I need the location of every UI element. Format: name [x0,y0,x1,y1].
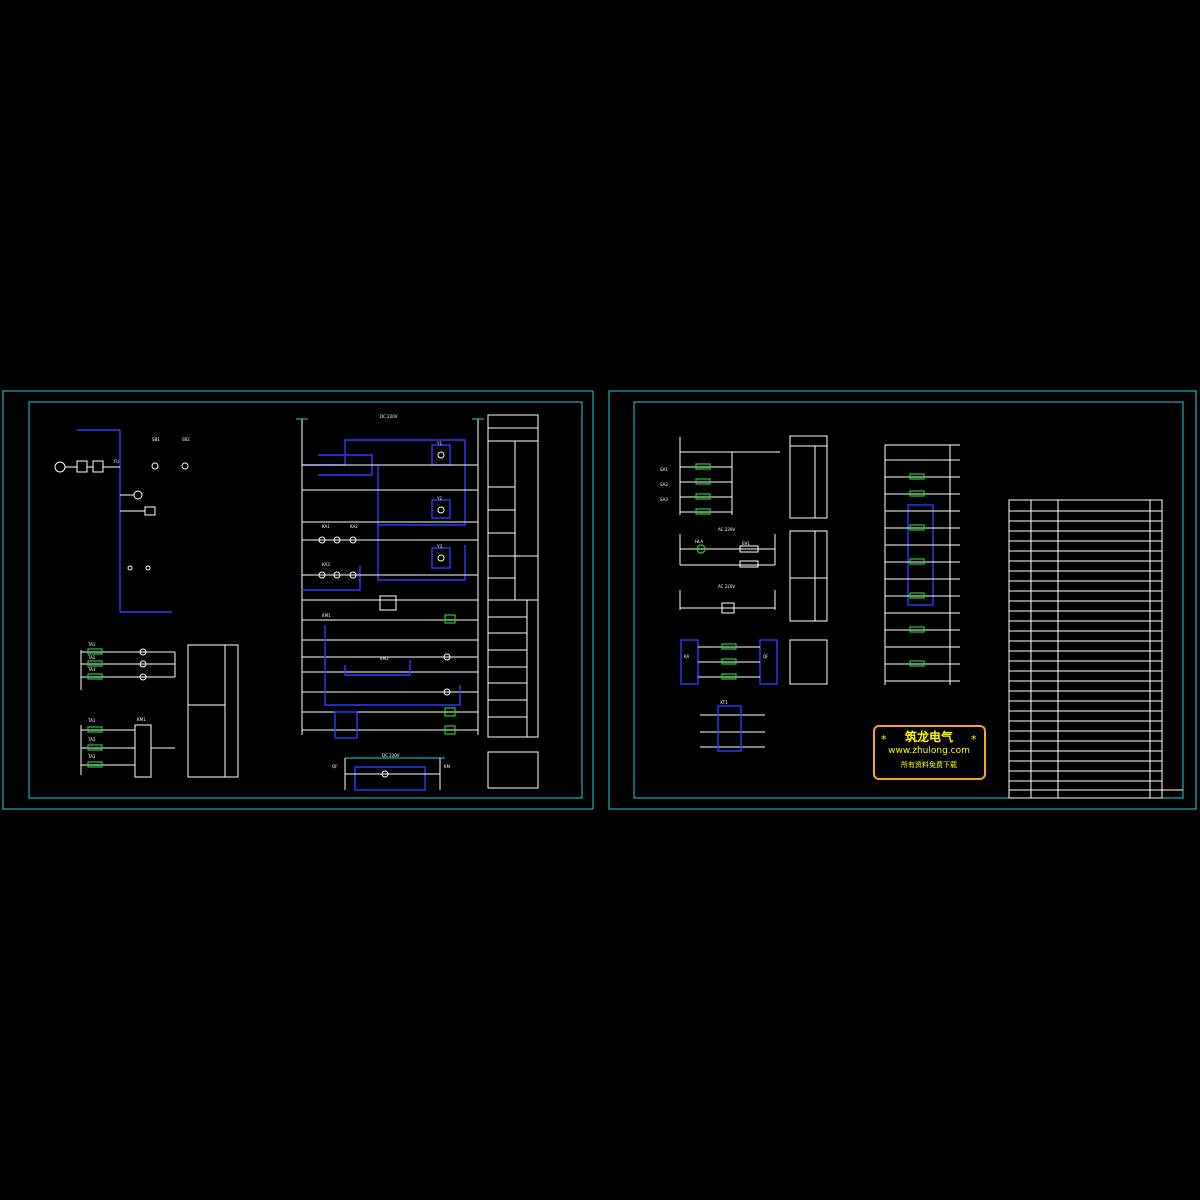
control-circuit: DC 220V [296,414,484,739]
ct2-label-b: TA2 [87,737,96,742]
sheet1-inner-frame [28,401,583,799]
eh1-label: EH1 [742,541,751,546]
generator-diagram: FU SB1 SB2 [54,429,190,613]
sheet2-inner-frame [633,401,1184,799]
sheet2-selector-circuit: SA1 SA2 SA3 [660,435,828,519]
watermark-stamp: * * 筑龙电气 www.zhulong.com 所有资料免费下载 [873,725,986,780]
ct2-label-a: TA1 [87,718,96,723]
bottom-dc-branch: DC 220V QF KM [332,753,451,791]
dc-supply-label-bottom: DC 220V [382,753,400,758]
terminal-label-1: XT1 [720,700,728,705]
bottom-label-km: KM [444,764,451,769]
stamp-title: 筑龙电气 [905,729,953,744]
sa1-label: SA1 [660,467,668,472]
sa2-label: SA2 [660,482,668,487]
coil-label-km1: KM1 [322,613,331,618]
ac-supply-label-2: AC 220V [718,584,735,589]
hla-label: HLA [695,539,703,544]
sheet2-heater-circuit: AC 220V HLA EH1 AC 220V [679,527,828,622]
coil-label-y2: Y2 [436,496,442,501]
sheet1-outer-frame [2,390,594,810]
ct-group-2: TA1 TA2 TA3 KM1 [80,717,175,778]
ac-supply-label-1: AC 220V [718,527,735,532]
sb2-label: SB2 [182,437,190,442]
legend-table-sheet1 [487,414,539,789]
sheet2-terminal-circuit: KA QF XT1 [680,639,828,752]
ct1-label-b: TA2 [87,655,96,660]
coil-label-ka1: KA1 [322,524,330,529]
coil-label-ka2: KA2 [350,524,358,529]
dc-supply-label: DC 220V [380,414,398,419]
coil-label-y1: Y1 [436,441,442,446]
legend-table-left [187,644,239,778]
sheet2-outer-frame [608,390,1197,810]
column-label-ka: KA [684,654,690,659]
sb1-label: SB1 [152,437,160,442]
column-label-qf: QF [763,654,769,659]
stamp-note: 所有资料免费下载 [901,760,957,769]
component-table [1008,499,1183,799]
relay-label: KM1 [137,717,146,722]
sa3-label: SA3 [660,497,668,502]
coil-label-ka3: KA3 [322,562,330,567]
sheet2-ladder [884,444,960,685]
stamp-star-left: * [881,733,887,746]
coil-label-km2: KM2 [380,656,389,661]
ct2-label-c: TA3 [87,754,96,759]
coil-label-y3: Y3 [436,544,442,549]
ct-group-1: TA1 TA2 TA3 [80,642,176,690]
stamp-url: www.zhulong.com [888,746,970,756]
ct1-label-a: TA1 [87,642,96,647]
stamp-star-right: * [971,733,977,746]
bottom-label-qf: QF [332,764,338,769]
fu-label: FU [114,459,119,464]
ct1-label-c: TA3 [87,667,96,672]
